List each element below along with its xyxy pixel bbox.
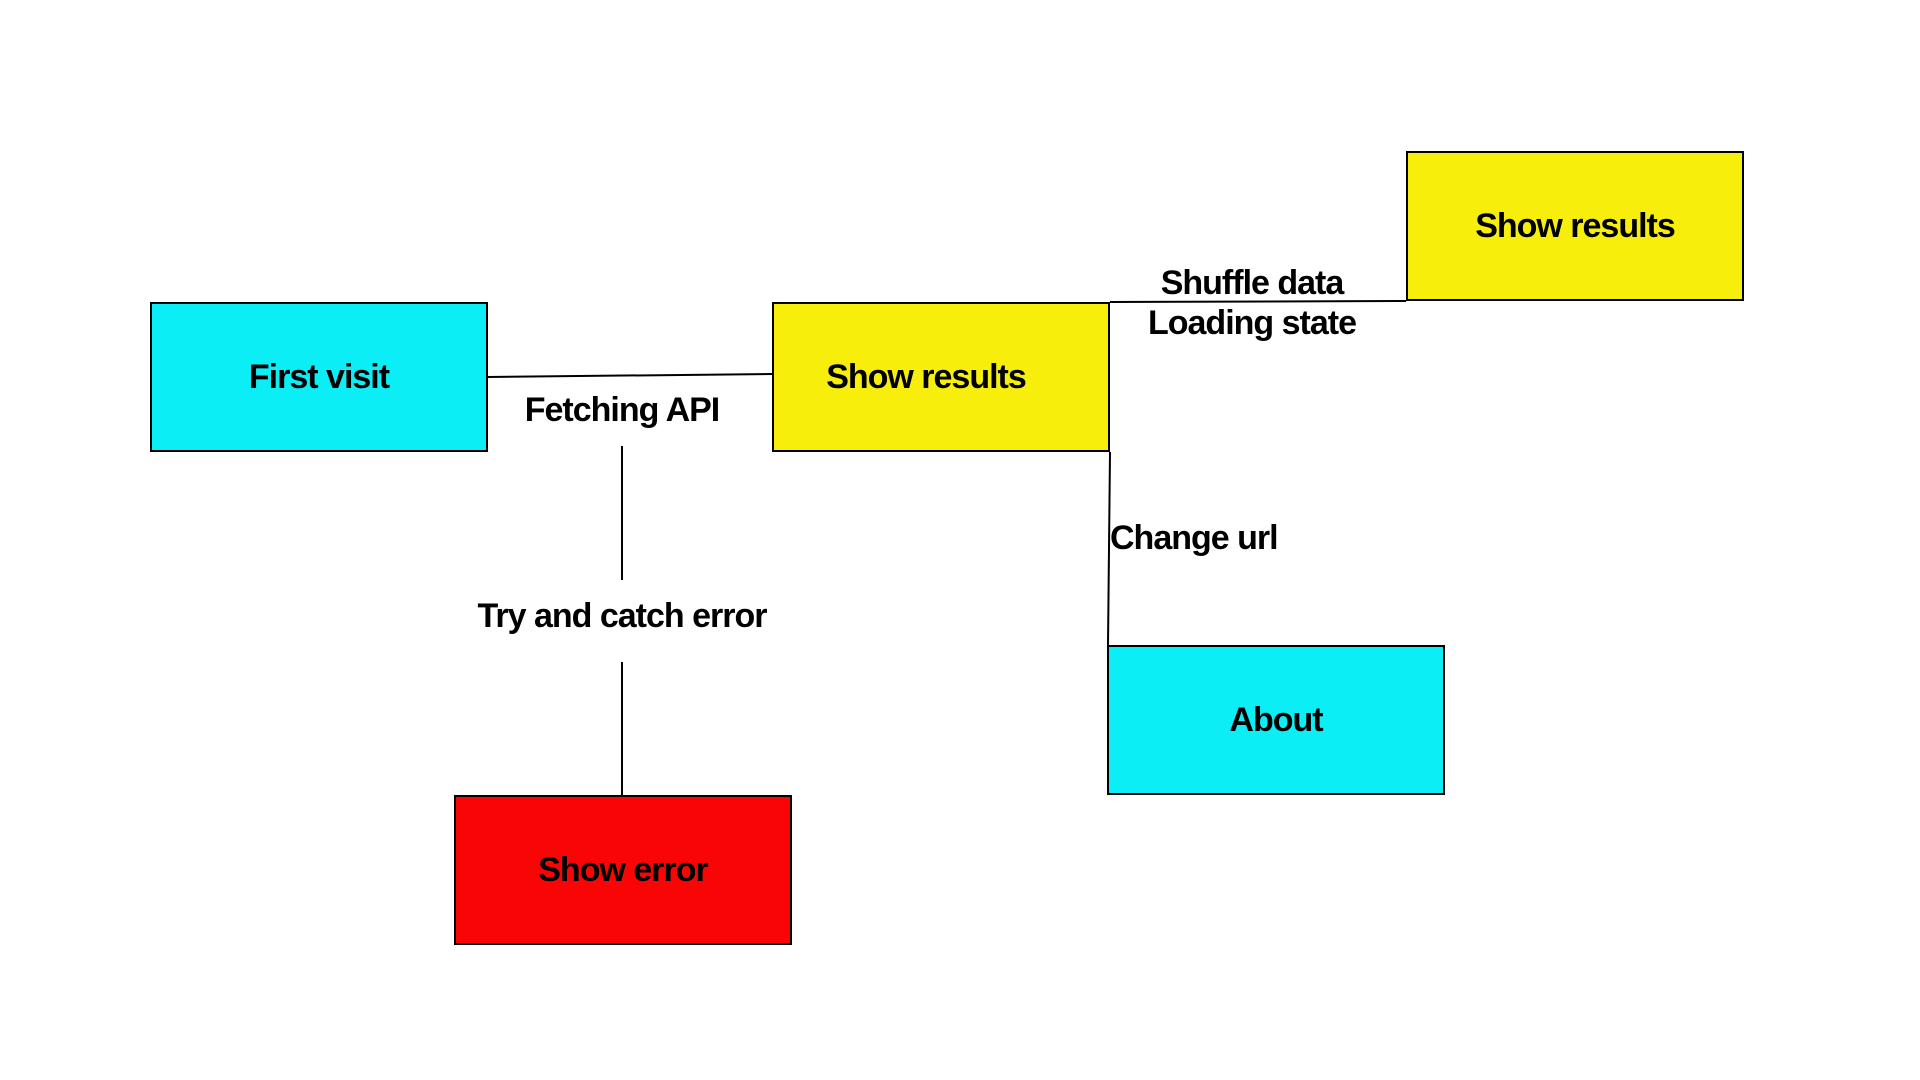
node-show-error: Show error [454,795,792,945]
node-first-visit-label: First visit [248,357,390,396]
connector-first-visit-to-show-results [487,373,773,378]
node-about: About [1107,645,1445,795]
node-show-results-shuffled-label: Show results [1475,206,1676,245]
node-about-label: About [1229,700,1323,739]
node-show-error-label: Show error [538,850,708,889]
edge-label-fetching-api: Fetching API [524,391,721,429]
edge-label-shuffle-loading: Shuffle data Loading state [1147,263,1357,343]
node-show-results: Show results [772,302,1110,452]
connector-show-results-to-about [1107,451,1111,646]
edge-label-change-url: Change url [1110,519,1279,557]
edge-label-loading-state: Loading state [1147,304,1357,342]
node-show-results-shuffled: Show results [1406,151,1744,301]
edge-label-try-and-catch-error: Try and catch error [477,597,767,635]
node-first-visit: First visit [150,302,488,452]
edge-label-shuffle-data: Shuffle data [1160,264,1345,302]
connector-show-results-to-show-results [1109,300,1407,303]
node-show-results-label: Show results [826,357,1027,396]
